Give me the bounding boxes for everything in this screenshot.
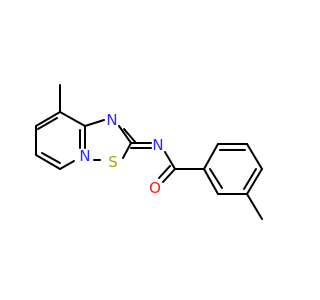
bond bbox=[164, 151, 176, 170]
bond bbox=[203, 168, 219, 195]
molecule-canvas: N N S N O bbox=[35, 84, 263, 220]
bond bbox=[37, 117, 58, 130]
bond bbox=[246, 193, 263, 220]
bond bbox=[158, 165, 171, 179]
bond bbox=[246, 168, 263, 195]
atom-label-n-imine: N bbox=[152, 136, 163, 154]
bond bbox=[118, 125, 132, 144]
bond bbox=[41, 152, 61, 164]
atom-label-s: S bbox=[108, 153, 118, 171]
bond bbox=[84, 119, 105, 127]
bond bbox=[35, 154, 61, 170]
bond bbox=[122, 142, 132, 159]
atom-label-n-ring: N bbox=[79, 147, 90, 165]
bond bbox=[246, 143, 263, 170]
bond bbox=[35, 111, 61, 127]
bond bbox=[209, 168, 223, 189]
bond bbox=[59, 160, 75, 170]
atom-label-n-thiadiazole: N bbox=[106, 111, 117, 129]
atom-label-o: O bbox=[149, 179, 161, 197]
bond bbox=[59, 111, 86, 127]
bond bbox=[123, 128, 137, 144]
bond bbox=[203, 143, 219, 170]
bond bbox=[243, 168, 257, 190]
bond bbox=[162, 168, 176, 183]
structure-diagram: N N S N O bbox=[35, 84, 263, 220]
